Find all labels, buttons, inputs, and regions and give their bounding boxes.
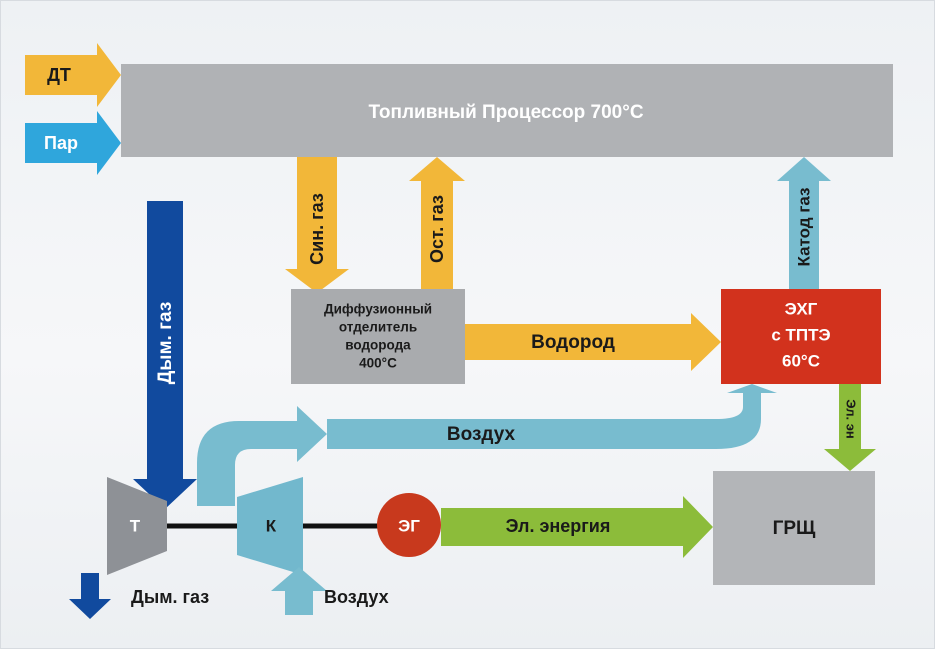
generator-label: ЭГ <box>398 516 420 535</box>
air-supply-label: Воздух <box>447 424 516 445</box>
separator-label-line2: отделитель <box>339 320 417 335</box>
fuel-cell-box <box>721 289 881 384</box>
residual-gas-arrow <box>409 157 465 289</box>
cathode-gas-arrow <box>777 157 831 289</box>
compressor-shape <box>237 477 303 575</box>
steam-arrow <box>25 111 121 175</box>
flue-gas-out-arrow <box>69 573 111 619</box>
flue-gas-out-label: Дым. газ <box>131 587 209 607</box>
syngas-label: Син. газ <box>307 193 327 265</box>
fuel-processor-label: Топливный Процессор 700°С <box>368 102 643 123</box>
compressor-label: К <box>266 516 277 535</box>
flue-gas-vertical-label: Дым. газ <box>155 302 176 385</box>
flue-gas-arrow <box>133 201 197 509</box>
cathode-gas-label: Катод газ <box>794 187 813 266</box>
air-supply-arrow <box>197 384 777 506</box>
switchboard-label: ГРЩ <box>773 518 816 539</box>
diesel-arrow <box>25 43 121 107</box>
fuel-cell-electric-arrow <box>824 384 876 471</box>
separator-label-line4: 400°С <box>359 356 397 371</box>
separator-label-line3: водорода <box>345 338 411 353</box>
steam-label: Пар <box>44 133 78 153</box>
fuel-cell-label-line3: 60°С <box>782 351 820 370</box>
diesel-label: ДТ <box>47 65 71 85</box>
electric-energy-arrow <box>441 496 713 558</box>
hydrogen-arrow <box>465 313 721 371</box>
hydrogen-label: Водород <box>531 332 615 353</box>
residual-gas-label: Ост. газ <box>427 195 447 263</box>
turbine-label: Т <box>130 516 141 535</box>
fuel-cell-label-line2: с ТПТЭ <box>771 325 830 344</box>
switchboard-box <box>713 471 875 585</box>
turbine-shape <box>107 477 167 575</box>
separator-label-line1: Диффузионный <box>324 302 432 317</box>
fuel-cell-electric-label: Эл. эн <box>844 399 859 438</box>
electric-energy-label: Эл. энергия <box>506 516 611 536</box>
air-intake-label: Воздух <box>324 587 389 607</box>
generator-circle <box>377 493 441 557</box>
air-intake-arrow <box>271 567 327 615</box>
fuel-processor-box <box>121 64 893 157</box>
syngas-arrow <box>285 157 349 293</box>
fuel-cell-label-line1: ЭХГ <box>785 299 818 318</box>
hydrogen-separator-box <box>291 289 465 384</box>
